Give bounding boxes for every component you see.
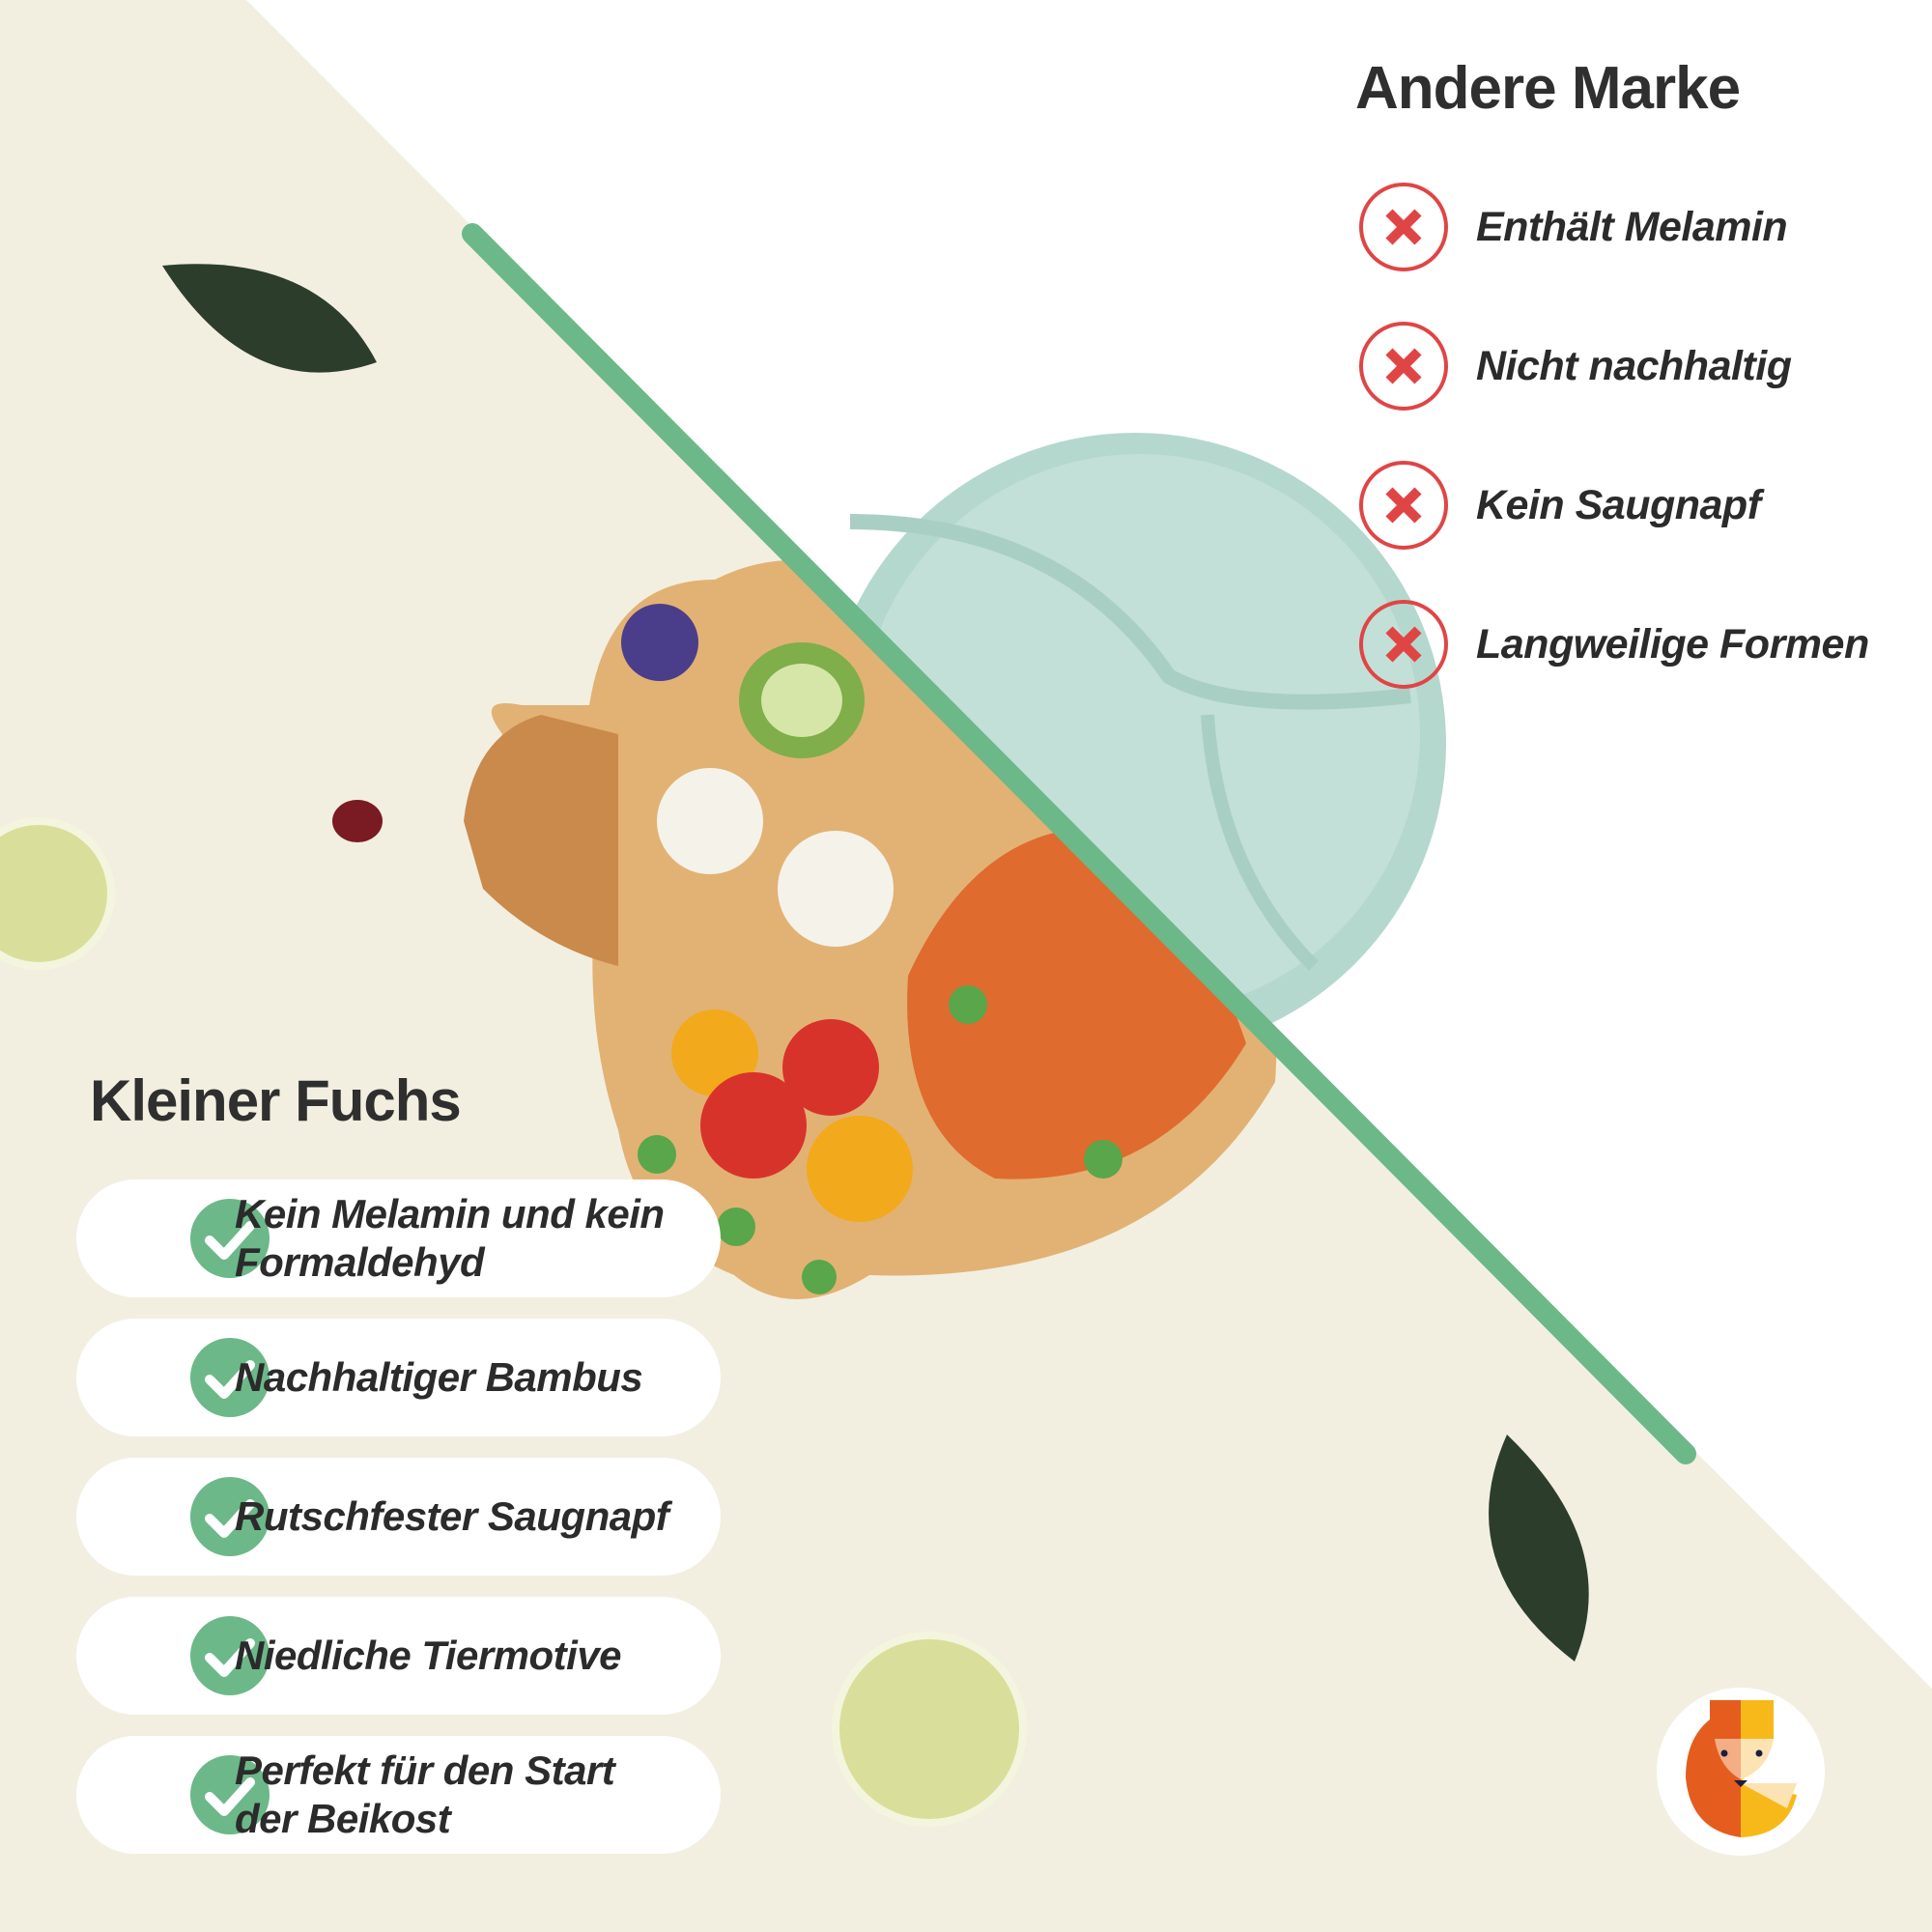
cross-icon: [1359, 183, 1448, 271]
drawback-label: Enthält Melamin: [1476, 203, 1788, 250]
diagonal-divider: [462, 223, 1696, 1464]
drawback-label: Nicht nachhaltig: [1476, 342, 1792, 389]
cross-icon: [1359, 600, 1448, 689]
feature-item: Nachhaltiger Bambus: [76, 1319, 721, 1436]
feature-label: Niedliche Tiermotive: [235, 1633, 622, 1678]
drawback-item: Langweilige Formen: [1358, 598, 1869, 691]
feature-label: Nachhaltiger Bambus: [235, 1354, 643, 1400]
other-brand-title: Andere Marke: [1355, 55, 1741, 122]
check-icon: [190, 1199, 270, 1278]
feature-label: Rutschfester Saugnapf: [235, 1493, 669, 1539]
bamboo-fox-plate: [464, 560, 1277, 1299]
drawback-item: Nicht nachhaltig: [1358, 320, 1792, 412]
cross-icon: [1359, 461, 1448, 550]
berry-decoration: [332, 800, 383, 842]
lime-slice-decoration: [0, 817, 115, 970]
check-icon: [190, 1616, 270, 1695]
leaf-decoration: [1489, 1435, 1589, 1662]
own-brand-title: Kleiner Fuchs: [90, 1068, 462, 1133]
check-icon: [190, 1338, 270, 1417]
leaf-decoration: [162, 264, 377, 373]
drawback-label: Kein Saugnapf: [1476, 481, 1761, 528]
check-icon: [190, 1477, 270, 1556]
brand-logo-fox: [1657, 1688, 1825, 1856]
cross-icon: [1359, 322, 1448, 411]
drawback-item: Kein Saugnapf: [1358, 459, 1761, 552]
feature-item: Rutschfester Saugnapf: [76, 1458, 721, 1576]
drawback-label: Langweilige Formen: [1476, 620, 1869, 668]
lime-slice-decoration: [832, 1632, 1027, 1827]
drawback-item: Enthält Melamin: [1358, 181, 1788, 273]
check-icon: [190, 1755, 270, 1834]
feature-item: Niedliche Tiermotive: [76, 1597, 721, 1715]
